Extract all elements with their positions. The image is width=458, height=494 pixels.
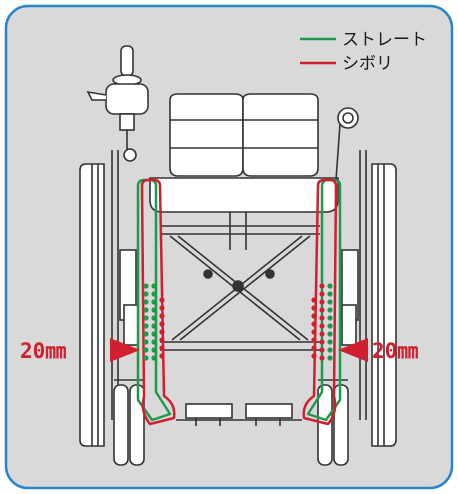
adjustment-hole [151,315,157,321]
legend: ストレート シボリ [300,30,427,74]
adjustment-hole [311,305,317,311]
adjustment-hole [327,331,333,337]
adjustment-hole [327,291,333,297]
adjustment-hole [159,305,165,311]
adjustment-hole [151,299,157,305]
adjustment-hole [319,323,325,329]
backrest [149,93,339,213]
adjustment-hole [327,323,333,329]
adjustment-hole [327,299,333,305]
adjustment-hole [159,321,165,327]
dimension-left: 20㎜ [20,338,140,363]
adjustment-hole [311,321,317,327]
narrow-frame-outline [140,178,338,426]
adjustment-hole [143,331,149,337]
adjustment-hole [143,291,149,297]
legend-label-straight: ストレート [342,30,427,50]
joystick-controller [86,45,149,162]
adjustment-hole [143,283,149,289]
adjustment-hole [159,297,165,303]
dimension-label-left: 20㎜ [20,339,66,363]
adjustment-hole [151,283,157,289]
adjustment-hole [327,283,333,289]
adjustment-hole [159,337,165,343]
adjustment-hole [327,347,333,353]
adjustment-hole [327,339,333,345]
adjustment-hole [151,347,157,353]
adjustment-hole [311,313,317,319]
push-handle [335,107,359,181]
adjustment-hole [319,283,325,289]
cross-brace [160,212,320,351]
adjustment-hole [319,347,325,353]
footrest [176,403,302,426]
adjustment-hole [319,339,325,345]
adjustment-hole [311,345,317,351]
adjustment-hole [151,307,157,313]
adjustment-hole [159,329,165,335]
adjustment-hole [319,331,325,337]
adjustment-hole [311,337,317,343]
adjustment-hole [151,331,157,337]
adjustment-hole [327,355,333,361]
rear-wheel-left [79,163,105,447]
adjustment-hole [143,347,149,353]
adjustment-hole [159,353,165,359]
adjustment-hole [319,291,325,297]
adjustment-hole [151,323,157,329]
straight-frame-right [306,178,342,422]
adjustment-hole [143,339,149,345]
adjustment-hole [327,307,333,313]
adjustment-hole [143,315,149,321]
narrow-frame-right [302,178,338,426]
adjustment-hole [311,353,317,359]
rear-wheel-right [371,163,397,447]
adjustment-hole [159,345,165,351]
adjustment-hole [311,297,317,303]
adjustment-hole [143,323,149,329]
adjustment-hole [143,355,149,361]
dimension-right: 20㎜ [338,338,418,363]
triangle-right-arrow-icon [110,338,140,362]
adjustment-holes-right [311,283,333,361]
narrow-frame-left [140,178,176,426]
triangle-left-arrow-icon [338,338,368,362]
adjustment-hole [151,355,157,361]
adjustment-hole [143,307,149,313]
adjustment-hole [159,313,165,319]
legend-label-narrow: シボリ [342,54,393,74]
adjustment-hole [319,307,325,313]
adjustment-holes-left [143,283,165,361]
adjustment-hole [151,339,157,345]
adjustment-hole [319,355,325,361]
adjustment-hole [151,291,157,297]
dimension-label-right: 20㎜ [372,339,418,363]
adjustment-hole [143,299,149,305]
adjustment-hole [319,315,325,321]
adjustment-hole [319,299,325,305]
adjustment-hole [327,315,333,321]
side-frame [111,150,367,420]
wheelchair-drawing [79,45,397,466]
adjustment-hole [311,329,317,335]
